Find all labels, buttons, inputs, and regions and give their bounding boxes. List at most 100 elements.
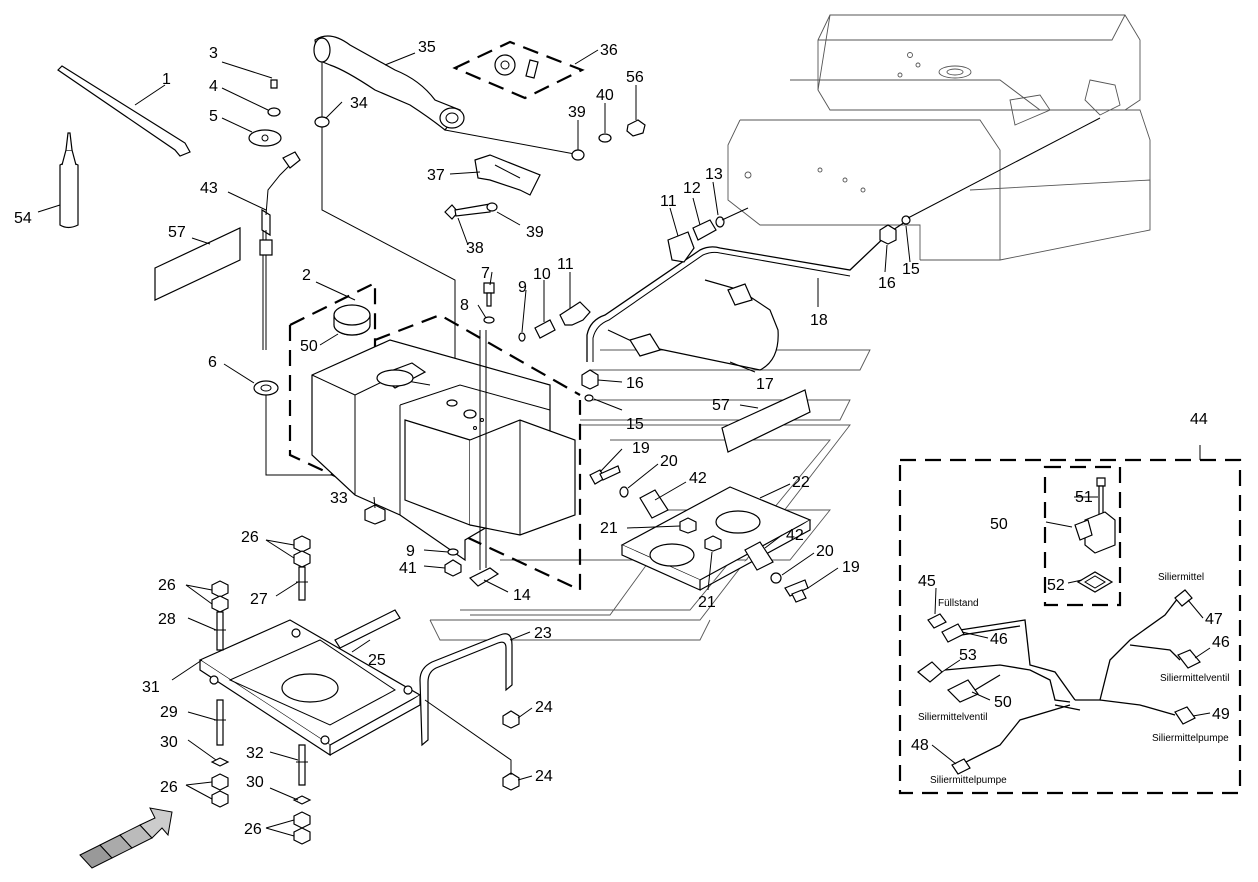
strip-25 [334,609,401,649]
hose-connection-line [321,62,456,390]
part-number: 33 [330,490,348,507]
washer-39-lower [486,202,498,212]
part-number: 48 [911,737,929,754]
level-sensor-43 [248,79,301,396]
part-number: 35 [418,39,436,56]
washer-39-upper [571,149,585,161]
part-number: 24 [535,768,553,785]
part-number: 20 [660,453,678,470]
part-number: 42 [786,527,804,544]
cable-tie-1 [57,65,191,157]
part-number: 21 [600,520,618,537]
sealant-cartridge-54 [59,132,79,229]
label-siliermittelpumpe-right: Siliermittelpumpe [1152,733,1229,744]
label-siliermittelpumpe-bottom: Siliermittelpumpe [930,775,1007,786]
stud-stack-right [292,535,312,845]
nut-41 [444,559,462,577]
part-number: 6 [208,354,217,371]
part-number: 23 [534,625,552,642]
part-number: 15 [626,416,644,433]
bolt-38 [444,203,491,220]
part-number: 24 [535,699,553,716]
nut-24-lower [502,772,520,791]
part-number: 22 [792,474,810,491]
part-number: 7 [481,265,490,282]
pipe-to-machine-line [907,117,1101,219]
part-number: 30 [246,774,264,791]
part-number: 18 [810,312,828,329]
part-number: 30 [160,734,178,751]
seal-ring-34 [314,116,330,128]
part-number: 28 [158,611,176,628]
bracket-42-left [639,489,669,519]
tank-body [311,339,576,562]
part-number: 27 [250,591,268,608]
leader-lines [37,49,1211,837]
part-number: 40 [596,87,614,104]
connectors [917,589,1201,775]
part-number: 17 [756,376,774,393]
washer-40 [598,133,612,143]
strap-drop-line [424,699,512,775]
part-number: 31 [142,679,160,696]
elbow-fitting-11-right [667,231,695,263]
part-number: 41 [399,560,417,577]
label-siliermittelventil-left: Siliermittelventil [918,712,987,723]
part-number: 39 [568,104,586,121]
wiring-harness [944,597,1181,766]
wiring-harness-box-44 [898,445,1242,795]
base-plate-31 [198,619,422,757]
part-number: 57 [712,397,730,414]
part-number: 14 [513,587,531,604]
washer-8 [483,316,495,324]
pipe-18 [586,219,909,362]
fitting-10 [534,319,556,339]
direction-arrow [79,807,173,869]
part-number: 26 [158,577,176,594]
part-number: 8 [460,297,469,314]
part-number: 3 [209,45,218,62]
bracket-42-right [744,541,774,571]
part-number: 10 [533,266,551,283]
part-number: 29 [160,704,178,721]
label-fuellstand: Füllstand [938,598,979,609]
bolt-19-left [589,465,621,485]
nut-24-upper [502,710,520,729]
part-number: 56 [626,69,644,86]
part-number: 2 [302,267,311,284]
part-number: 15 [902,261,920,278]
part-number: 19 [842,559,860,576]
part-number: 46 [1212,634,1230,651]
nut-16-lower [581,369,599,390]
part-number: 54 [14,210,32,227]
part-number: 51 [1075,489,1093,506]
washer-20-left [619,486,629,498]
part-number: 21 [698,594,716,611]
wiring-labels: Füllstand Siliermittel Siliermittelventi… [918,572,1229,786]
nut-21-right [704,535,722,552]
part-number: 49 [1212,706,1230,723]
clamp-14 [468,567,500,587]
part-number: 26 [241,529,259,546]
nut-21-left [679,517,697,534]
part-number: 50 [300,338,318,355]
bracket-37 [474,154,541,196]
part-number: 50 [990,516,1008,533]
part-number: 9 [406,543,415,560]
part-number: 43 [200,180,218,197]
part-number: 50 [994,694,1012,711]
part-number: 19 [632,440,650,457]
part-number: 47 [1205,611,1223,628]
part-number: 32 [246,745,264,762]
bracket-line [444,129,581,156]
filler-hose-35 [313,35,465,131]
part-number: 26 [160,779,178,796]
part-number: 26 [244,821,262,838]
nut-56 [626,119,646,137]
part-number: 9 [518,279,527,296]
fitting-12 [692,219,717,241]
label-plate-57-left [154,227,241,301]
part-number: 42 [689,470,707,487]
part-number: 52 [1047,577,1065,594]
bolt-19-right [784,579,809,603]
